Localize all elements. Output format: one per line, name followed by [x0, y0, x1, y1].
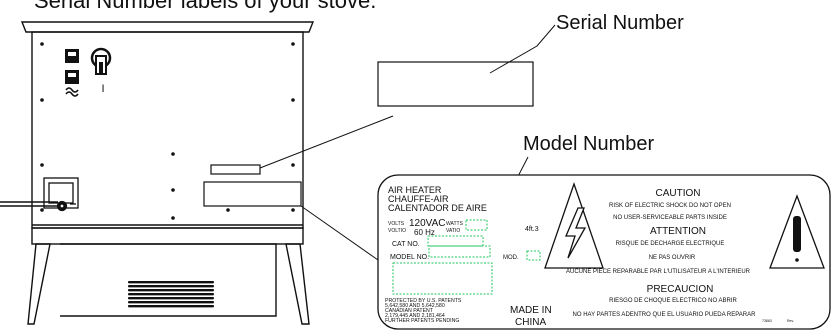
serial-callout-line [489, 24, 556, 74]
caution-line-2: NO USER-SERVICEABLE PARTS INSIDE [613, 215, 727, 221]
model-leader-line [300, 205, 379, 261]
thermostat-knob [90, 47, 112, 75]
switch-1 [65, 49, 79, 63]
switch-2 [65, 70, 79, 97]
attention-line-1: RISQUE DE DECHARGE ELECTRIQUE [616, 241, 725, 247]
serial-field [392, 262, 493, 295]
patent-line-2: 5,642,580 AND 5,642,580 [385, 303, 445, 309]
cat-no-label: CAT NO. [392, 241, 420, 248]
lower-skirt [60, 243, 277, 317]
made-in-label: MADE IN [510, 305, 552, 316]
hz-label: VOLTIO [388, 228, 406, 234]
model-number-callout: Model Number [523, 133, 655, 155]
label-part-number: 73863 [762, 319, 772, 323]
attention-line-2: NE PAS OUVRIR [649, 255, 696, 261]
volts-label: VOLTS [388, 221, 405, 227]
patent-line-1: PROTECTED BY U.S. PATENTS [385, 298, 462, 304]
watts-label: WATTS [446, 221, 464, 227]
stove-base [31, 227, 304, 245]
screws [40, 42, 295, 220]
patent-line-3: CANADIAN PATENT [385, 308, 434, 314]
mod-field [526, 250, 541, 261]
caution-line-1: RISK OF ELECTRIC SHOCK DO NOT OPEN [609, 203, 731, 209]
model-no-field [428, 245, 491, 258]
warning-exclamation-icon [769, 194, 825, 269]
patent-line-4: 2,179,445 AND 2,181,464 [385, 313, 445, 319]
stove-rear-view [20, 21, 315, 325]
hz-value: 60 Hz [414, 228, 435, 237]
header-text: Serial Number labels of your stove. [34, 0, 376, 13]
attention-title: ATTENTION [650, 226, 706, 237]
right-leg [285, 243, 310, 325]
watts-value: 4ft.3 [525, 226, 539, 233]
made-in-country: CHINA [515, 317, 546, 328]
serial-leader-line [259, 115, 394, 169]
volts-value: 120VAC [409, 218, 446, 229]
serial-number-box [377, 61, 534, 107]
serial-sticker-small [210, 164, 261, 175]
patent-line-5: FURTHER PATENTS PENDING [385, 318, 459, 324]
product-name-es: CALENTADOR DE AIRE [388, 203, 487, 213]
watts-field [465, 219, 488, 231]
product-name-fr: CHAUFFE-AIR [388, 194, 449, 204]
product-name-en: AIR HEATER [388, 185, 442, 195]
watts-label-es: VATIO [446, 228, 460, 234]
stove-top-lip [20, 21, 315, 33]
serial-number-callout: Serial Number [556, 12, 684, 34]
left-leg [27, 243, 51, 325]
mod-label: MOD. [503, 255, 519, 261]
model-no-label: MODEL NO. [390, 254, 429, 261]
shock-hazard-icon [544, 182, 604, 269]
rating-label-border [377, 174, 831, 330]
vent-grille [128, 281, 214, 308]
precaucion-line-2: NO HAY PARTES ADENTRO QUE EL USUARIO PUE… [573, 312, 757, 318]
caution-title: CAUTION [656, 188, 701, 199]
rating-label: AIR HEATER CHAUFFE-AIR CALENTADOR DE AIR… [377, 174, 831, 330]
power-cord-box [0, 177, 79, 212]
power-symbol: I [101, 83, 104, 95]
model-sticker-small [203, 181, 302, 207]
precaucion-line-1: RIESGO DE CHOQUE ELECTRICO NO ABRIR [609, 298, 737, 304]
precaucion-title: PRECAUCION [647, 284, 714, 295]
label-revision: Rev. [787, 319, 794, 323]
attention-line-3: AUCUNE PIECE REPARABLE PAR L'UTILISATEUR… [566, 269, 751, 275]
